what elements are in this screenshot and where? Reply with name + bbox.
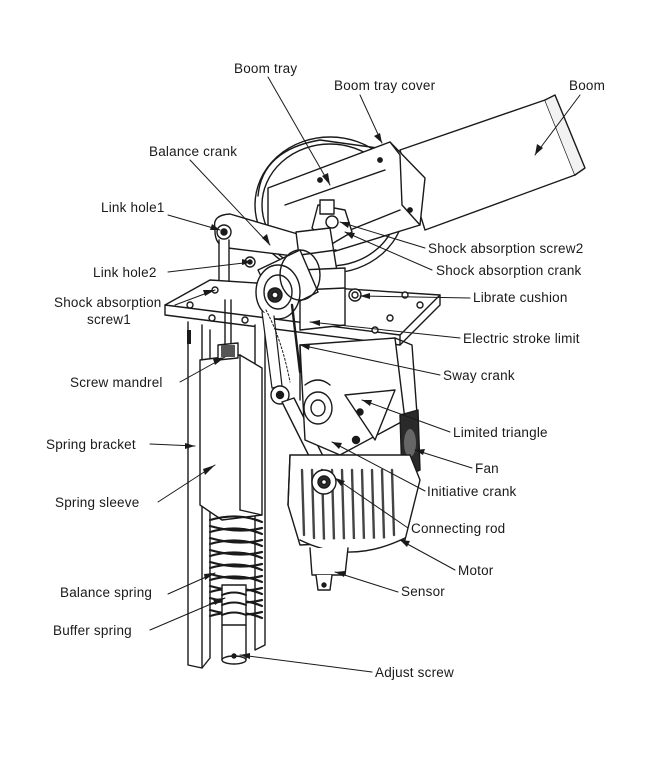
label-boom-tray: Boom tray [234, 61, 298, 76]
label-electric-stroke-limit: Electric stroke limit [463, 331, 580, 346]
label-shock-absorption-screw2: Shock absorption screw2 [428, 241, 584, 256]
label-shock-absorption-crank: Shock absorption crank [436, 263, 582, 278]
label-fan: Fan [475, 461, 499, 476]
label-motor: Motor [458, 563, 494, 578]
label-spring-sleeve: Spring sleeve [55, 495, 140, 510]
label-balance-crank: Balance crank [149, 144, 238, 159]
label-limited-triangle: Limited triangle [453, 425, 548, 440]
label-link-hole2: Link hole2 [93, 265, 157, 280]
buffer-spring-drawing [221, 584, 247, 665]
label-shock-absorption-screw1-line1: Shock absorption [54, 295, 162, 310]
label-initiative-crank: Initiative crank [427, 484, 517, 499]
label-adjust-screw: Adjust screw [375, 665, 454, 680]
initiative-crank-drawing [311, 469, 337, 495]
label-sway-crank: Sway crank [443, 368, 515, 383]
label-boom: Boom [569, 78, 606, 93]
label-buffer-spring: Buffer spring [53, 623, 132, 638]
connecting-rod-drawing [261, 303, 325, 463]
label-sensor: Sensor [401, 584, 445, 599]
label-link-hole1: Link hole1 [101, 200, 165, 215]
pulley-drawing [255, 249, 321, 320]
spring-sleeve-drawing [199, 342, 263, 521]
label-balance-spring: Balance spring [60, 585, 153, 600]
label-screw-mandrel: Screw mandrel [70, 375, 163, 390]
label-shock-absorption-screw1-line2: screw1 [87, 312, 131, 327]
label-connecting-rod: Connecting rod [411, 521, 506, 536]
label-boom-tray-cover: Boom tray cover [334, 78, 436, 93]
boom-drawing [399, 94, 586, 231]
label-spring-bracket: Spring bracket [46, 437, 136, 452]
sway-crank-drawing [299, 337, 419, 456]
arrowheads [185, 133, 543, 659]
label-librate-cushion: Librate cushion [473, 290, 568, 305]
